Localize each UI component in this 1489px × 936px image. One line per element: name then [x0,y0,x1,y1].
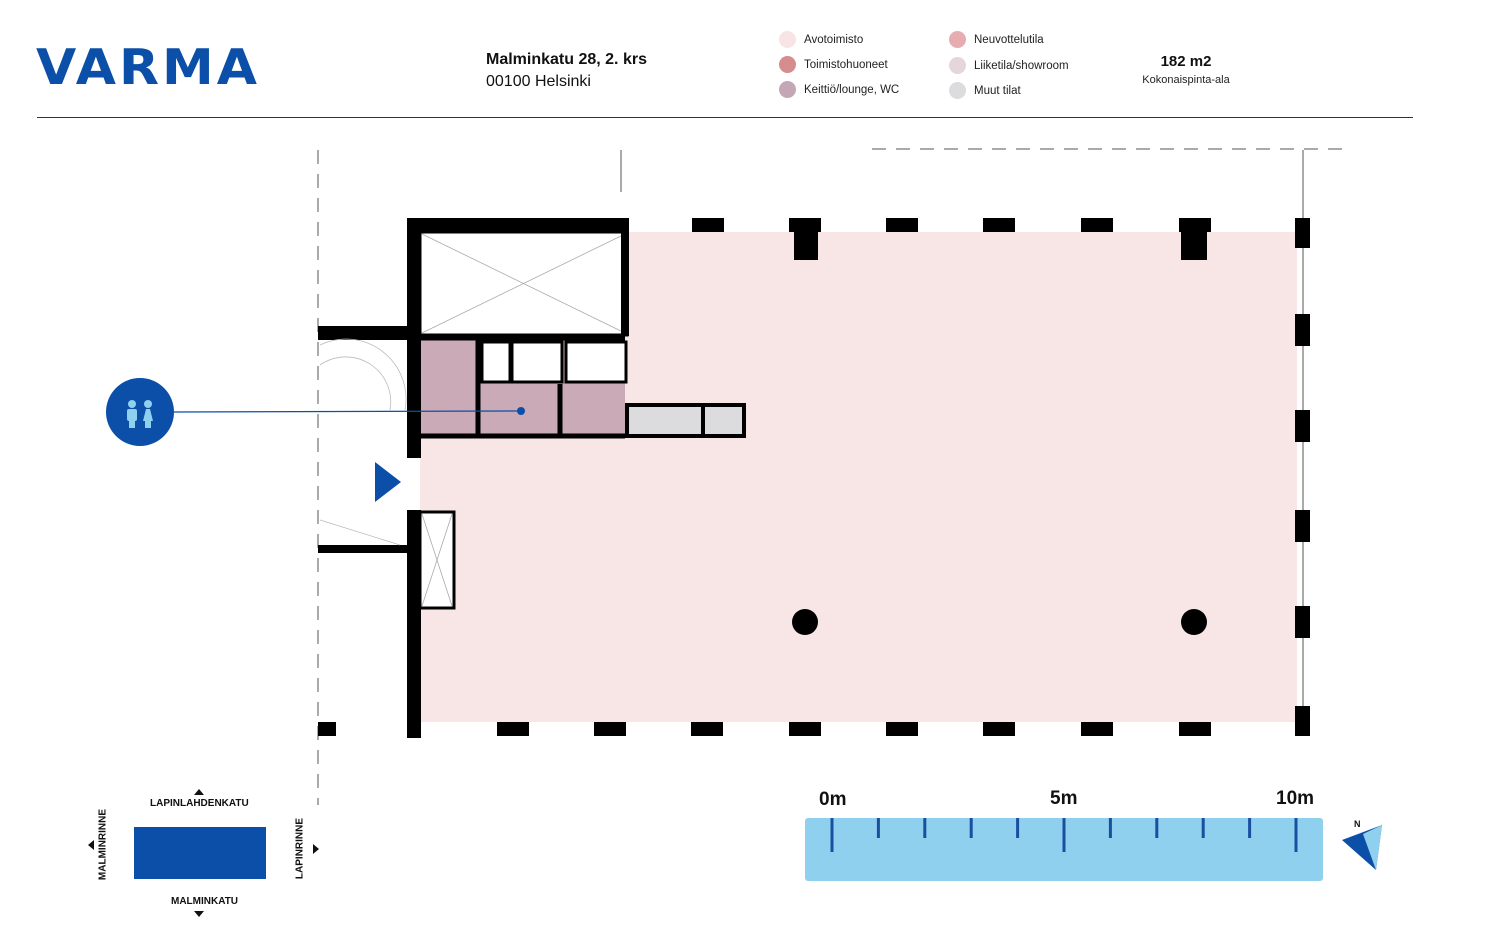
legend-item-liiketila: Liiketila/showroom [949,57,1069,74]
street-north: LAPINLAHDENKATU [150,798,249,809]
legend-item-toimistohuoneet: Toimistohuoneet [779,56,888,73]
area-label: Kokonaispinta-ala [1142,74,1230,86]
outline-dashed [317,148,1350,805]
pillar [886,218,918,232]
arrow-left-icon [88,840,94,850]
street-south: MALMINKATU [171,896,239,907]
legend-swatch [949,57,966,74]
varma-logo: VARMA [36,39,260,97]
wc-pointer-dot [517,407,525,415]
shaft-cross [421,233,626,334]
street-west: MALMINRINNE [97,808,109,881]
pillar [1179,722,1211,736]
total-area: 182 m2 Kokonaispinta-ala [1130,53,1242,86]
wc-pointer-line [173,410,522,413]
legend-item-neuvottelutila: Neuvottelutila [949,31,1044,48]
header-divider [37,117,1413,118]
pillar [1081,218,1113,232]
scale-label-10: 10m [1276,788,1315,809]
pillar [886,722,918,736]
storage-area [625,403,746,438]
scale-ticks [830,818,1298,852]
legend-label: Avotoimisto [804,33,864,46]
legend-swatch [949,82,966,99]
pillar [497,722,529,736]
legend-item-muut: Muut tilat [949,82,1021,99]
legend-swatch [779,81,796,98]
legend-label: Keittiö/lounge, WC [804,83,900,96]
legend-label: Liiketila/showroom [974,59,1069,72]
arrow-right-icon [313,844,319,854]
scale-label-0: 0m [819,789,847,810]
legend-swatch [779,56,796,73]
pillar [692,218,724,232]
column [1181,609,1207,635]
small-room [564,340,628,384]
north-label: N [1354,819,1361,829]
pillar [983,722,1015,736]
legend-swatch [949,31,966,48]
restroom-icon [127,400,153,428]
area-value: 182 m2 [1160,53,1212,70]
wc-marker [106,378,174,446]
elevator-cross [421,513,453,607]
arrow-up-icon [194,789,204,795]
column [792,609,818,635]
pillar [789,218,821,232]
scale-label-5: 5m [1050,788,1078,809]
pillar [1295,410,1310,442]
pillar [594,722,626,736]
legend-swatch [779,31,796,48]
pillar [1295,510,1310,542]
street-east: LAPINRINNE [294,817,306,880]
pillar [1295,606,1310,638]
pillar [1081,722,1113,736]
walls [318,218,1310,738]
pillar [318,722,336,736]
pillar [691,722,723,736]
pillar [983,218,1015,232]
legend-label: Toimistohuoneet [804,58,888,71]
arrow-down-icon [194,911,204,917]
window-pillars [318,218,1310,736]
legend-label: Muut tilat [974,84,1021,97]
legend-item-keittio: Keittiö/lounge, WC [779,81,899,98]
pillar [789,722,821,736]
stairs [319,338,407,546]
pillar [1295,314,1310,346]
wc-walls [420,335,625,439]
small-shaft [480,340,512,384]
small-shaft [510,340,564,384]
pillar [1179,218,1211,232]
building-block [134,827,266,879]
address-city: 00100 Helsinki [486,73,591,90]
north-arrow-highlight [1363,825,1382,870]
legend-item-avotoimisto: Avotoimisto [779,31,863,48]
address-street: Malminkatu 28, 2. krs [486,51,647,68]
entrance-arrow-icon [375,462,401,502]
legend-label: Neuvottelutila [974,33,1044,46]
elevator [418,510,456,610]
